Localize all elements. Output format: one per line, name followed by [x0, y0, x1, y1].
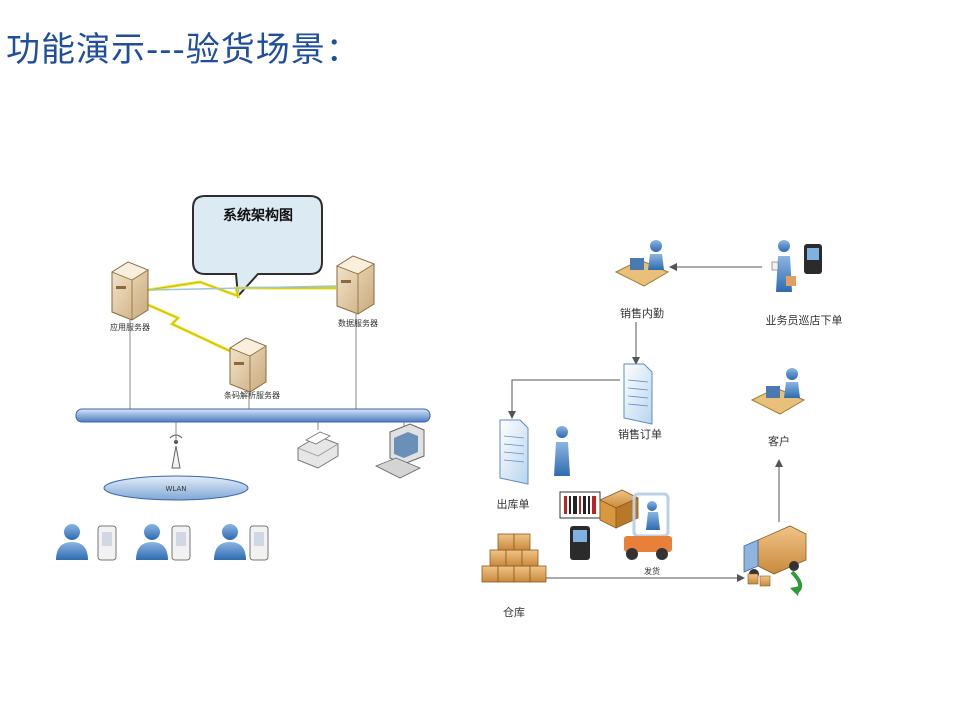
user-icon [214, 524, 246, 560]
forklift-icon [599, 489, 672, 560]
handheld-device-icon [804, 244, 822, 274]
wlan-ellipse: WLAN [103, 475, 249, 501]
network-bus [75, 408, 431, 423]
page-title: 功能演示---验货场景： [6, 30, 361, 70]
delivery-truck-icon [743, 525, 807, 596]
warehouse-boxes-icon [481, 533, 547, 583]
app-server-label: 应用服务器 [110, 322, 150, 332]
barcode-server-icon [229, 337, 267, 393]
office-worker-icon [614, 240, 670, 287]
warehouse-worker-icon [554, 426, 570, 476]
access-point-icon [169, 434, 183, 469]
user-icon [136, 524, 168, 560]
callout-bubble: 系统架构图 [192, 195, 323, 299]
sales-internal-label: 销售内勤 [620, 306, 664, 320]
outbound-doc-label: 出库单 [497, 497, 530, 511]
salesman-order-label: 业务员巡店下单 [766, 313, 843, 327]
customer-icon [750, 368, 806, 415]
ship-label: 发货 [644, 566, 660, 576]
db-server-icon [336, 255, 375, 315]
handheld-device-icon [97, 525, 117, 561]
handheld-device-icon [249, 525, 269, 561]
barcode-server-label: 条码解析服务器 [224, 390, 280, 400]
wireless-link-icon [145, 280, 337, 354]
customer-label: 客户 [768, 434, 790, 448]
arrow-salesorder-to-outbound [508, 379, 620, 419]
db-server-label: 数据服务器 [338, 318, 378, 328]
document-icon [499, 419, 529, 485]
document-icon [623, 363, 653, 425]
user-icon [56, 524, 88, 560]
callout-label: 系统架构图 [223, 207, 293, 224]
barcode-icon [559, 491, 601, 519]
handheld-device-icon [570, 526, 590, 560]
app-server-icon [111, 261, 149, 321]
warehouse-label: 仓库 [503, 605, 525, 619]
wlan-label: WLAN [165, 485, 186, 493]
printer-icon [297, 431, 339, 469]
desktop-computer-icon [375, 423, 425, 479]
handheld-device-icon [171, 525, 191, 561]
salesman-icon [771, 240, 796, 292]
sales-order-label: 销售订单 [618, 427, 662, 441]
